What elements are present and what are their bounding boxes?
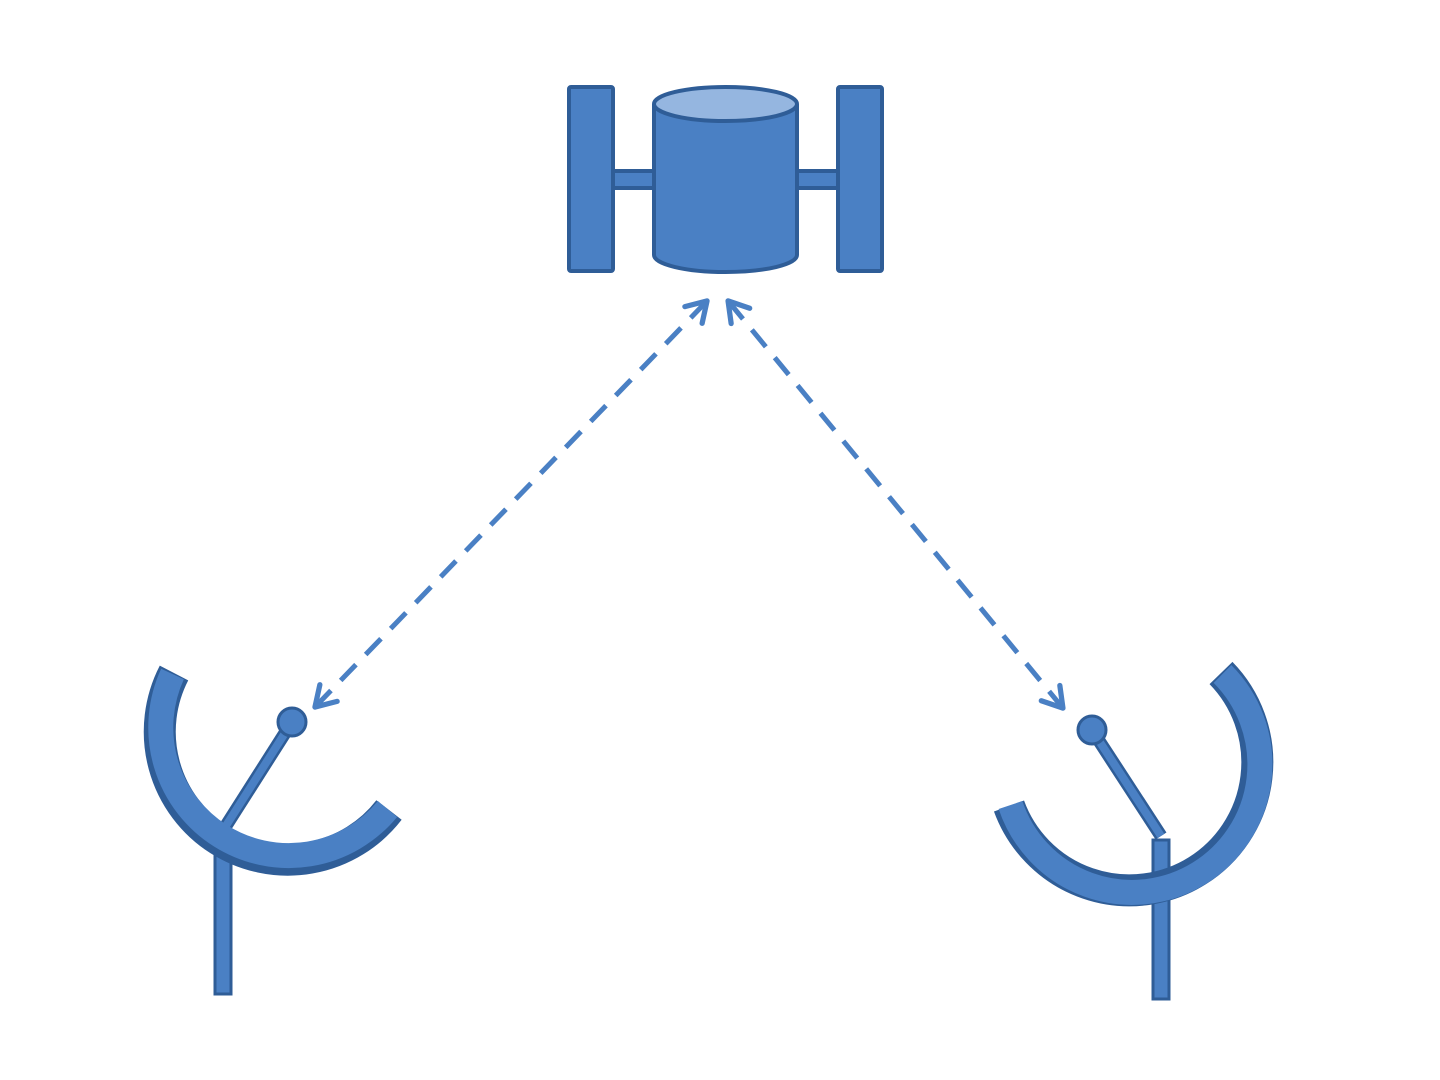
- satellite-body-top: [652, 85, 799, 123]
- dish-reflector: [998, 665, 1273, 905]
- satellite-body: [652, 104, 799, 274]
- link-right: [725, 298, 1066, 711]
- panel-strut-right: [794, 169, 840, 190]
- satellite-icon: [567, 85, 884, 274]
- satellite-dish-icon: [993, 661, 1274, 1001]
- satellite-dish-icon: [143, 665, 402, 996]
- panel-strut-left: [611, 169, 657, 190]
- solar-panel-right: [836, 85, 884, 273]
- feed-arm: [218, 719, 296, 835]
- solar-panel-left: [567, 85, 615, 273]
- dish-feed: [276, 706, 308, 738]
- feed-arm: [1088, 727, 1165, 839]
- dish-feed: [1076, 714, 1108, 746]
- link-left: [312, 298, 710, 710]
- dish-reflector: [148, 668, 398, 869]
- dish-mast: [1151, 838, 1171, 1001]
